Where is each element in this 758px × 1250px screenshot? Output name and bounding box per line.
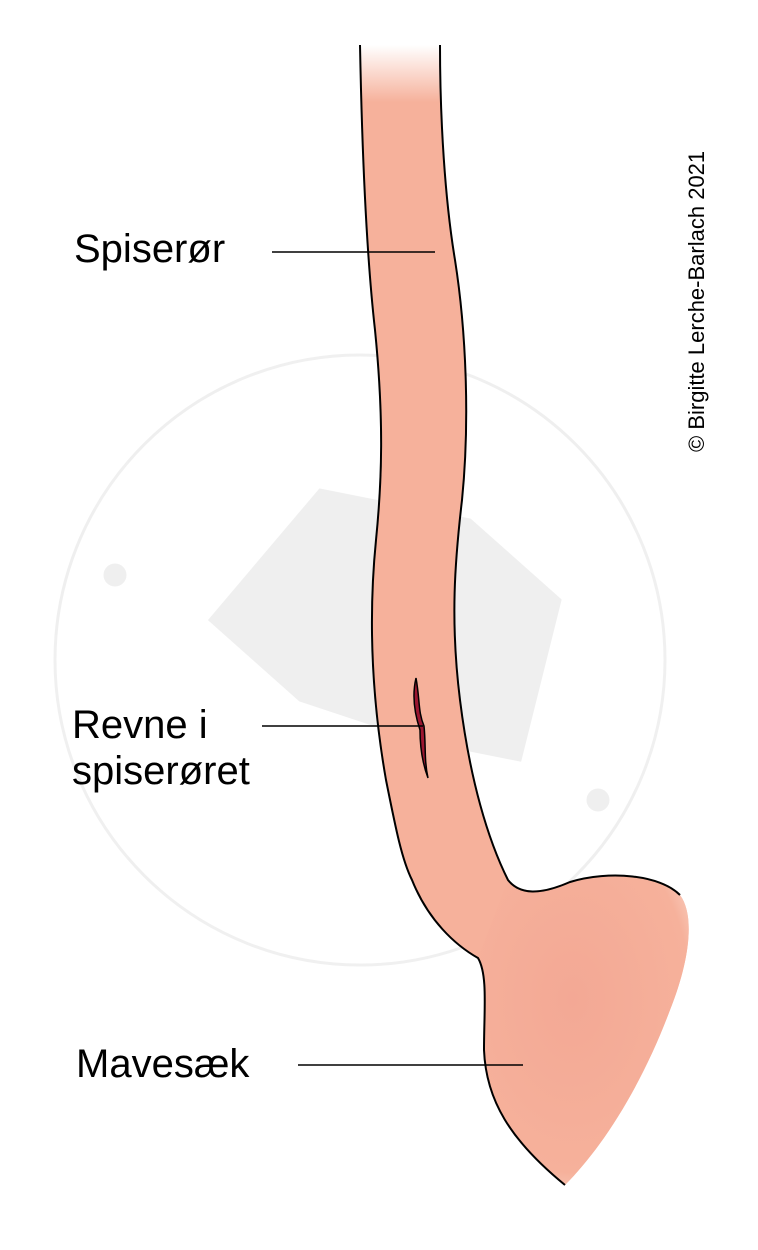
esophagus-left-wall (359, 44, 566, 1186)
watermark (53, 353, 667, 967)
label-stomach: Mavesæk (76, 1042, 250, 1086)
tear (413, 677, 429, 779)
label-tear-line2: spiserøret (72, 749, 250, 793)
copyright-text: © Birgitte Lerche-Barlach 2021 (684, 150, 709, 452)
esophagus-right-wall (439, 44, 681, 896)
label-tear-line1: Revne i (72, 703, 208, 747)
label-esophagus: Spiserør (74, 227, 226, 271)
stomach-shading (478, 875, 689, 1185)
label-tear: Revne i spiserøret (72, 702, 250, 794)
